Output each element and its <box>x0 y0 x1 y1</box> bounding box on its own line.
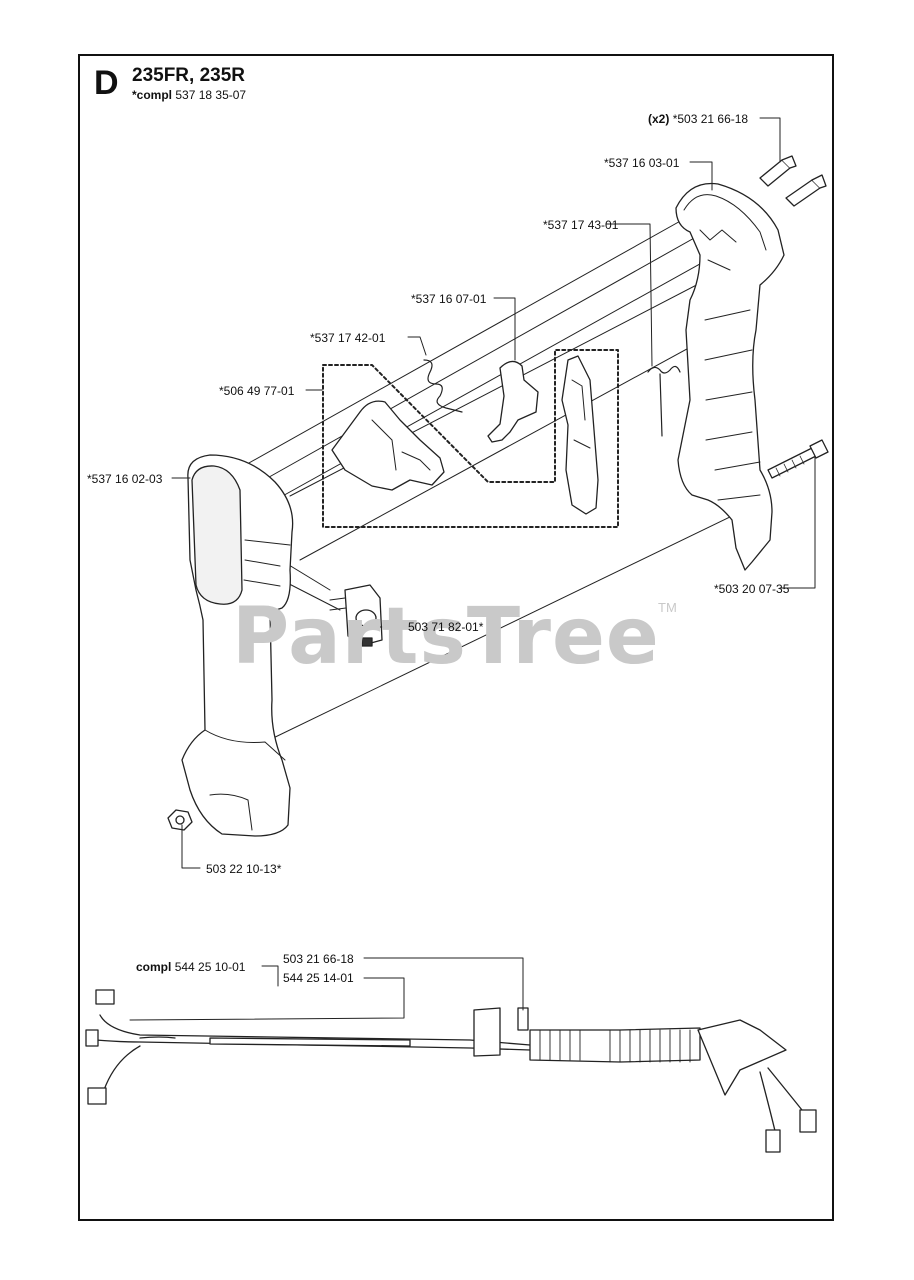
throttle-kit-box <box>322 349 619 528</box>
spring-right <box>647 365 681 437</box>
label-screw-bolt[interactable]: *503 20 07-35 <box>714 582 790 596</box>
label-nut[interactable]: 503 22 10-13* <box>206 862 282 876</box>
cable-holder <box>331 400 445 491</box>
assembly-number: *compl 537 18 35-07 <box>132 89 246 101</box>
label-harness-number: 544 25 10-01 <box>174 960 246 974</box>
label-screw-top-qty: (x2) <box>648 112 670 126</box>
label-lock-lever[interactable]: *537 16 07-01 <box>411 292 487 306</box>
label-harness-compl[interactable]: compl 544 25 10-01 <box>136 961 245 973</box>
label-screw-top-number: *503 21 66-18 <box>672 112 749 126</box>
model-title: 235FR, 235R <box>132 65 246 86</box>
long-bolt <box>767 439 829 479</box>
label-harness-part-b[interactable]: 544 25 14-01 <box>283 971 354 985</box>
leader-lines <box>129 117 816 1021</box>
section-letter: D <box>94 64 119 102</box>
label-handle-left[interactable]: *537 16 02-03 <box>87 472 163 486</box>
top-screws <box>759 155 827 207</box>
stop-switch <box>329 584 383 647</box>
label-spring-right[interactable]: *537 17 43-01 <box>543 218 619 232</box>
watermark: PartsTree <box>232 592 660 682</box>
label-spring-left[interactable]: *537 17 42-01 <box>310 331 386 345</box>
label-harness-prefix: compl <box>136 960 172 974</box>
trademark-mark: TM <box>658 600 677 615</box>
wiring-harness <box>85 989 817 1153</box>
throttle-trigger <box>561 355 599 515</box>
label-throttle-kit[interactable]: *506 49 77-01 <box>219 384 295 398</box>
lock-lever <box>487 360 539 443</box>
handle-left-half <box>181 454 294 837</box>
label-handle-right[interactable]: *537 16 03-01 <box>604 156 680 170</box>
handle-right-half <box>675 182 785 571</box>
nut <box>167 809 193 831</box>
assembly-part-number: 537 18 35-07 <box>175 88 247 102</box>
assembly-prefix: *compl <box>132 88 173 102</box>
diagram-frame <box>78 54 834 1221</box>
spring-left <box>423 359 463 413</box>
label-stop-switch[interactable]: 503 71 82-01* <box>408 620 484 634</box>
label-screw-top[interactable]: (x2) *503 21 66-18 <box>648 113 748 125</box>
label-harness-part-a[interactable]: 503 21 66-18 <box>283 952 354 966</box>
